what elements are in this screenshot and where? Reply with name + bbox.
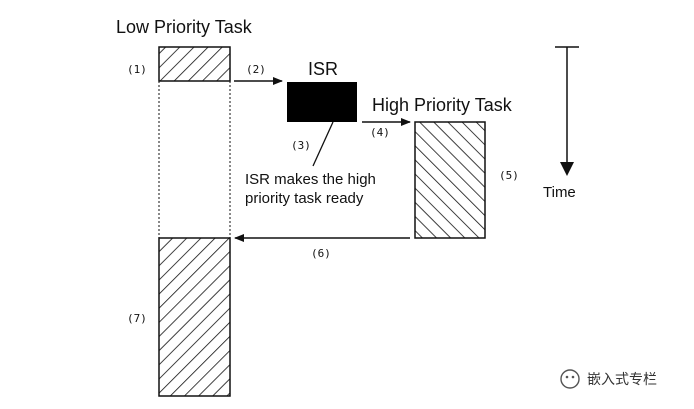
time-label: Time: [543, 184, 576, 201]
isr-title: ISR: [308, 59, 338, 79]
step-label-6: (6): [311, 247, 331, 260]
time-axis-arrowhead: [560, 162, 574, 176]
low-task-segment-7: [158, 237, 231, 397]
step-label-4: (4): [370, 126, 390, 139]
isr-note-pointer: [312, 121, 334, 167]
step-label-7: (7): [127, 312, 147, 325]
wechat-logo-icon: [560, 369, 580, 389]
isr-note-line-1: ISR makes the high: [245, 171, 376, 188]
high-priority-task-title: High Priority Task: [372, 95, 513, 115]
low-task-segment-1: [158, 46, 231, 82]
step-label-2: (2): [246, 63, 266, 76]
step-label-3: (3): [291, 139, 311, 152]
low-priority-task-title: Low Priority Task: [116, 17, 253, 37]
step-label-1: (1): [127, 63, 147, 76]
isr-note-line-2: priority task ready: [245, 190, 364, 207]
high-task-segment: [414, 121, 486, 239]
watermark-text: 嵌入式专栏: [587, 372, 657, 388]
step-label-5: (5): [499, 169, 519, 182]
isr-block: [287, 82, 357, 122]
